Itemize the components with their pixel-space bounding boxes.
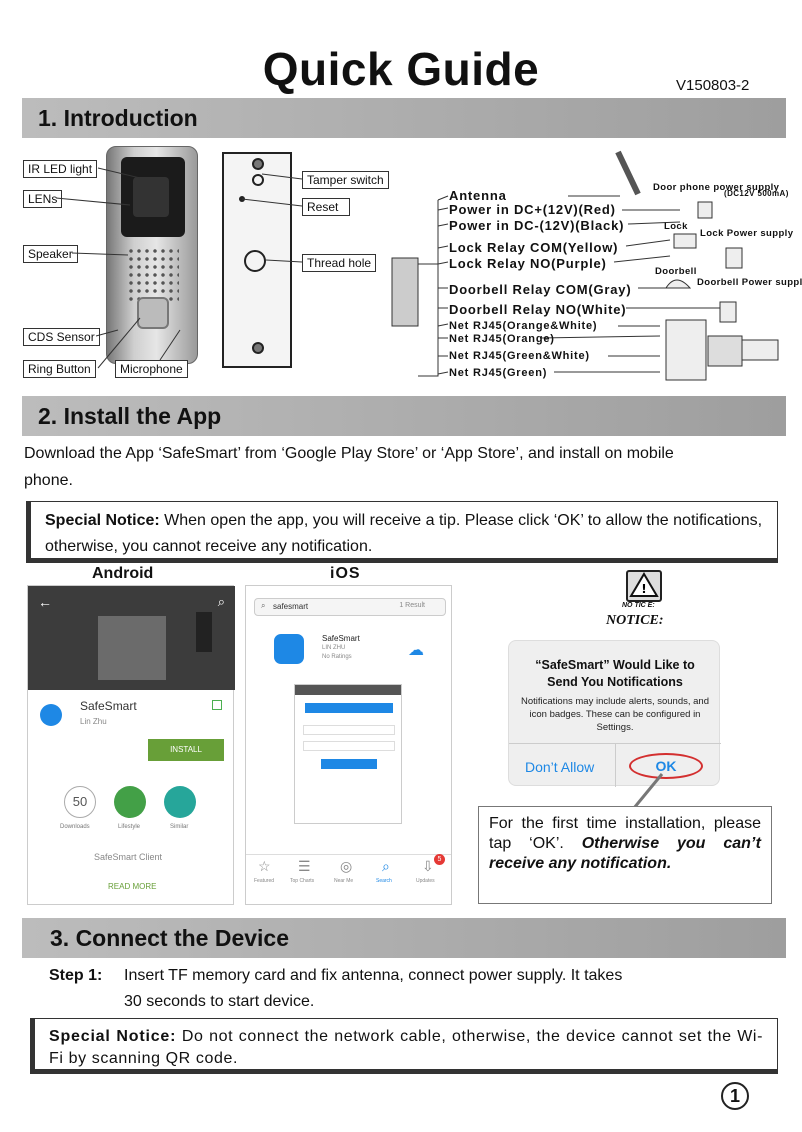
label-thread-hole: Thread hole: [302, 254, 377, 272]
ok-button[interactable]: OK: [629, 753, 703, 779]
install-notice-title: Special Notice:: [45, 512, 160, 529]
label-doorbell-power: Doorbell Power supply: [697, 277, 802, 288]
notification-dialog: “SafeSmart” Would Like to Send You Notif…: [508, 640, 721, 787]
wire-doorbell-com: Doorbell Relay COM(Gray): [449, 282, 632, 297]
dialog-title: “SafeSmart” Would Like to Send You Notif…: [535, 658, 695, 689]
wire-rj45-green: Net RJ45(Green): [449, 367, 548, 379]
wire-lock-com: Lock Relay COM(Yellow): [449, 240, 619, 255]
label-reset: Reset: [302, 198, 350, 216]
notice-heading: NOTICE:: [606, 613, 664, 628]
version-number: V150803-2: [676, 77, 750, 94]
search-tab-icon[interactable]: ⌕: [382, 858, 390, 874]
device-back-image: [222, 152, 292, 368]
wire-power-negative: Power in DC-(12V)(Black): [449, 218, 625, 233]
ios-result-count: 1 Result: [399, 602, 425, 609]
label-doorbell: Doorbell: [655, 266, 697, 277]
android-developer: Lin Zhu: [80, 717, 107, 726]
install-button[interactable]: INSTALL: [148, 739, 224, 761]
ios-developer: LIN ZHU: [322, 645, 346, 651]
svg-text:!: !: [641, 582, 646, 596]
wire-power-positive: Power in DC+(12V)(Red): [449, 202, 616, 217]
section-install-app-header: 2. Install the App: [22, 396, 786, 436]
updates-icon[interactable]: ⇩: [422, 858, 434, 874]
callout-text: For the first time installation, please …: [489, 815, 761, 852]
tab-updates[interactable]: Updates: [416, 878, 435, 884]
ios-search-text[interactable]: safesmart: [273, 602, 309, 611]
label-ir-led-light: IR LED light: [23, 160, 98, 178]
front-leader-lines: [55, 167, 181, 369]
page-title: Quick Guide: [262, 43, 540, 95]
wiring-diagram: [391, 150, 779, 381]
back-leader-lines: [241, 173, 303, 263]
android-app-name: SafeSmart: [80, 699, 137, 713]
similar-icon: [164, 786, 196, 818]
similar-app-name: SafeSmart Client: [94, 852, 163, 862]
label-lens: LENs: [23, 190, 63, 208]
callout-warning: Otherwise you can’t receive any notifica…: [489, 835, 761, 872]
callout-pointer: [632, 773, 664, 809]
page-number: 1: [721, 1082, 749, 1110]
featured-icon[interactable]: ☆: [258, 858, 271, 874]
search-icon: ⌕: [217, 594, 225, 609]
tab-search[interactable]: Search: [376, 878, 392, 884]
downloads-count: 50: [64, 786, 96, 818]
android-screenshot: ← ⌕ SafeSmart Lin Zhu INSTALL 50 Downloa…: [27, 585, 235, 905]
app-icon: [40, 704, 62, 726]
first-install-callout: For the first time installation, please …: [478, 806, 772, 904]
download-cloud-icon[interactable]: ☁: [408, 642, 424, 659]
read-more-link[interactable]: READ MORE: [108, 882, 157, 891]
bookmark-icon: [212, 700, 222, 710]
ios-rating: No Ratings: [322, 654, 352, 660]
back-arrow-icon: ←: [38, 594, 52, 610]
label-door-phone-power: Door phone power supply: [653, 182, 780, 193]
install-notice-text: When open the app, you will receive a ti…: [45, 512, 763, 555]
wire-antenna: Antenna: [449, 188, 507, 203]
notice-icon-caption: NO TIC E:: [622, 602, 655, 609]
step-1-label: Step 1:: [49, 967, 103, 984]
section-connect-device-header: 3. Connect the Device: [22, 918, 786, 958]
label-ring-button: Ring Button: [23, 360, 96, 378]
wire-doorbell-no: Doorbell Relay NO(White): [449, 302, 627, 317]
ios-label: iOS: [330, 565, 361, 582]
label-tamper-switch: Tamper switch: [302, 171, 389, 189]
section-introduction-header: 1. Introduction: [22, 98, 786, 138]
label-door-phone-spec: (DC12V 500mA): [724, 189, 789, 198]
stat-lifestyle-label: Lifestyle: [118, 824, 141, 830]
warning-icon: !: [626, 570, 662, 602]
connect-notice-text: Do not connect the network cable, otherw…: [49, 1028, 763, 1067]
ios-search-icon: ⌕: [261, 601, 266, 610]
dont-allow-button[interactable]: Don’t Allow: [525, 759, 595, 775]
android-label: Android: [92, 565, 154, 582]
connect-notice-title: Special Notice:: [49, 1028, 177, 1045]
stat-downloads-label: Downloads: [60, 824, 90, 830]
wire-rj45-green-white: Net RJ45(Green&White): [449, 350, 590, 362]
near-me-icon[interactable]: ◎: [340, 858, 353, 874]
label-cds-sensor: CDS Sensor: [23, 328, 100, 346]
ios-app-icon: [274, 634, 304, 664]
step-1-text-cont: 30 seconds to start device.: [124, 993, 315, 1010]
ios-screenshot: ⌕ safesmart 1 Result SafeSmart LIN ZHU N…: [245, 585, 452, 905]
wire-rj45-orange-white: Net RJ45(Orange&White): [449, 320, 598, 332]
tab-near-me[interactable]: Near Me: [334, 878, 354, 884]
install-intro-text: Download the App ‘SafeSmart’ from ‘Googl…: [24, 445, 674, 489]
tab-top-charts[interactable]: Top Charts: [290, 878, 315, 884]
wire-rj45-orange: Net RJ45(Orange): [449, 333, 555, 345]
ios-app-name: SafeSmart: [322, 634, 360, 643]
connect-special-notice: Special Notice: Do not connect the netwo…: [30, 1018, 778, 1074]
lifestyle-icon: [114, 786, 146, 818]
wire-lock-no: Lock Relay NO(Purple): [449, 256, 607, 271]
stat-similar-label: Similar: [170, 824, 189, 830]
install-special-notice: Special Notice: When open the app, you w…: [26, 501, 778, 563]
label-lock-power: Lock Power supply: [700, 228, 794, 239]
updates-badge: 5: [434, 854, 445, 865]
step-1-text: Insert TF memory card and fix antenna, c…: [124, 967, 623, 984]
label-speaker: Speaker: [23, 245, 78, 263]
tab-featured[interactable]: Featured: [254, 878, 275, 884]
top-charts-icon[interactable]: ☰: [298, 858, 311, 874]
label-lock: Lock: [664, 221, 688, 232]
label-microphone: Microphone: [115, 360, 188, 378]
dialog-body: Notifications may include alerts, sounds…: [521, 696, 709, 733]
